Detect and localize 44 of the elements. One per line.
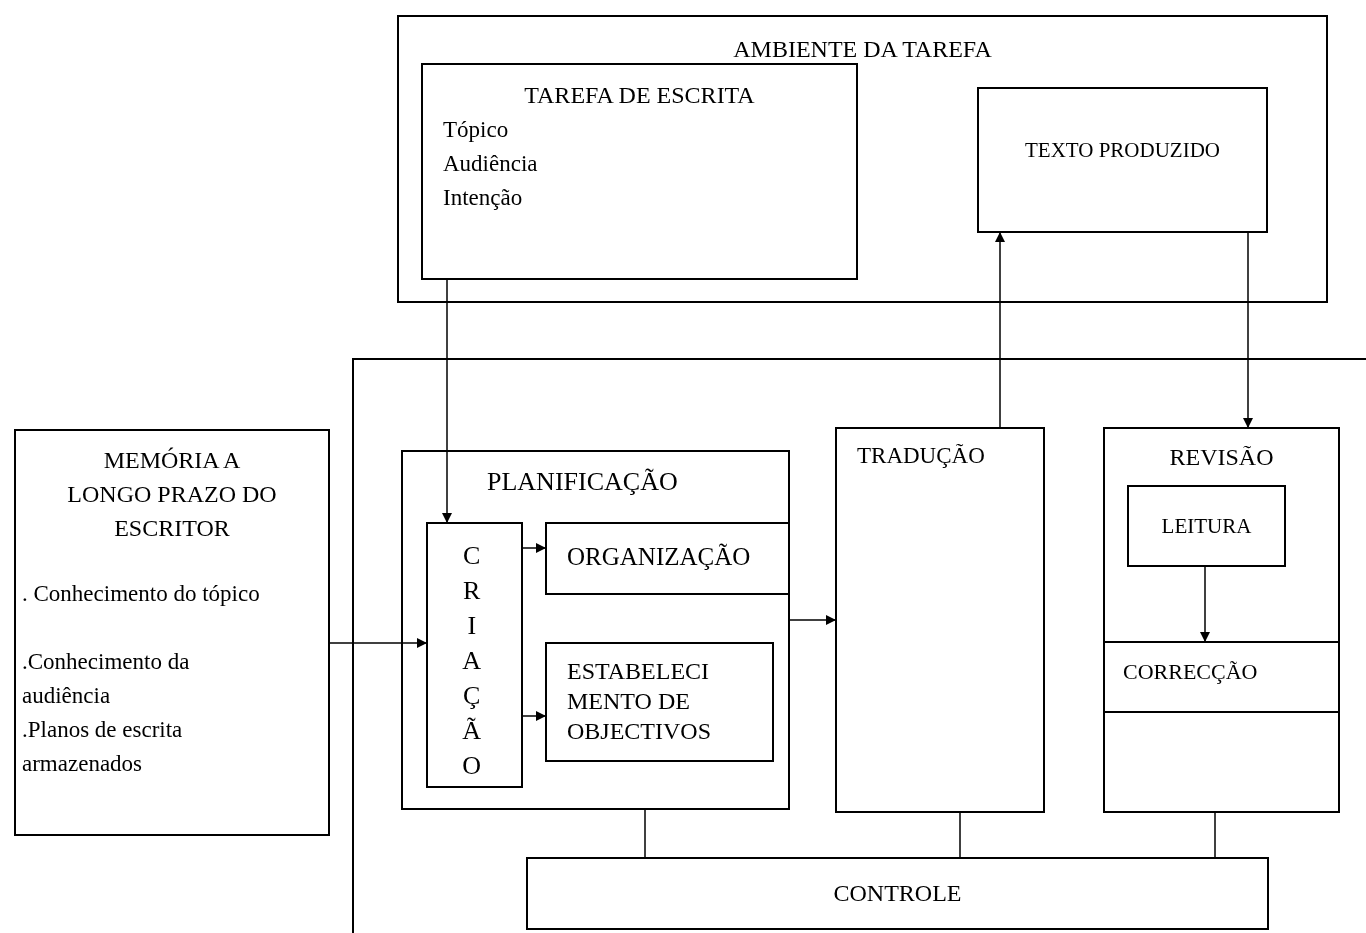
node-title: TRADUÇÃO xyxy=(857,442,985,470)
node-title: PLANIFICAÇÃO xyxy=(487,466,678,498)
process-box xyxy=(977,87,1268,233)
node-title: MEMÓRIA A LONGO PRAZO DO ESCRITOR xyxy=(66,446,278,543)
arrow xyxy=(442,279,452,523)
environment-box xyxy=(397,15,1328,303)
node-text: .Planos de escrita armazenados xyxy=(22,716,184,778)
node-title: CORRECÇÃO xyxy=(1123,658,1258,686)
arrow xyxy=(522,543,546,553)
node-title: TEXTO PRODUZIDO xyxy=(1024,137,1221,164)
connector-line xyxy=(1214,812,1216,858)
arrow xyxy=(522,711,546,721)
node-title: TAREFA DE ESCRITA xyxy=(523,81,756,110)
node-text: .Conhecimento da audiência xyxy=(22,648,191,710)
node-title: CONTROLE xyxy=(832,879,963,908)
writer-frame xyxy=(352,358,1366,933)
process-box xyxy=(545,642,774,762)
process-box xyxy=(835,427,1045,813)
process-box xyxy=(1127,485,1286,567)
arrow xyxy=(789,615,836,625)
arrow xyxy=(329,638,427,648)
arrow xyxy=(1200,566,1210,642)
node-text: . Conhecimento do tópico xyxy=(22,580,261,608)
node-title: LEITURA xyxy=(1160,513,1253,540)
process-box xyxy=(1103,427,1340,813)
node-title: CRIAÇÃO xyxy=(462,540,482,782)
node-text: Audiência xyxy=(443,150,538,178)
vertical-process-box xyxy=(426,522,523,788)
node-title: AMBIENTE DA TAREFA xyxy=(732,35,993,64)
node-title: ORGANIZAÇÃO xyxy=(567,542,751,572)
task-box xyxy=(421,63,858,280)
arrow xyxy=(995,232,1005,428)
connector-line xyxy=(959,812,961,858)
arrow xyxy=(1243,232,1253,428)
connector-line xyxy=(644,809,646,858)
control-box xyxy=(526,857,1269,930)
node-title: REVISÃO xyxy=(1168,443,1275,472)
process-box xyxy=(401,450,790,810)
node-title: ESTABELECI MENTO DE OBJECTIVOS xyxy=(567,657,712,746)
node-text: Tópico xyxy=(443,116,509,144)
process-box xyxy=(545,522,790,595)
memory-box xyxy=(14,429,330,836)
node-text: Intenção xyxy=(443,184,523,212)
process-band xyxy=(1103,641,1340,713)
